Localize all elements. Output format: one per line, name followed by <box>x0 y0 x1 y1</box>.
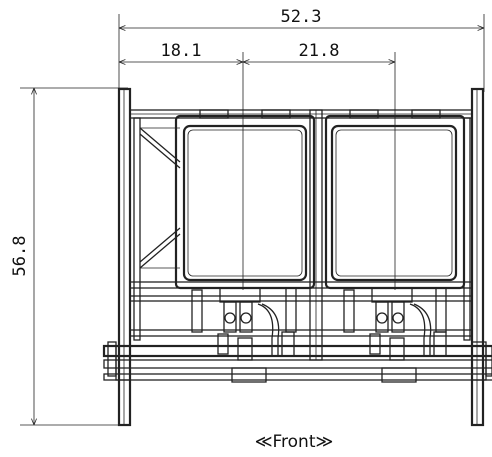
right-unit <box>324 109 466 361</box>
dimension-left-centerline: 18.1 <box>119 41 243 62</box>
unit-spacing-label: 21.8 <box>299 41 340 61</box>
dimension-unit-spacing: 21.8 <box>243 41 395 62</box>
left-unit <box>174 109 316 361</box>
overall-width-label: 52.3 <box>281 7 322 27</box>
left-centerline-label: 18.1 <box>161 41 202 61</box>
dimension-overall-width: 52.3 <box>118 7 485 92</box>
right-unit-plumbing <box>343 287 447 361</box>
overall-height-label: 56.8 <box>10 236 30 277</box>
dimension-overall-height: 56.8 <box>10 87 128 426</box>
rack-frame <box>102 87 492 427</box>
left-unit-plumbing <box>191 287 297 361</box>
front-view-caption: ≪Front≫ <box>255 432 334 452</box>
